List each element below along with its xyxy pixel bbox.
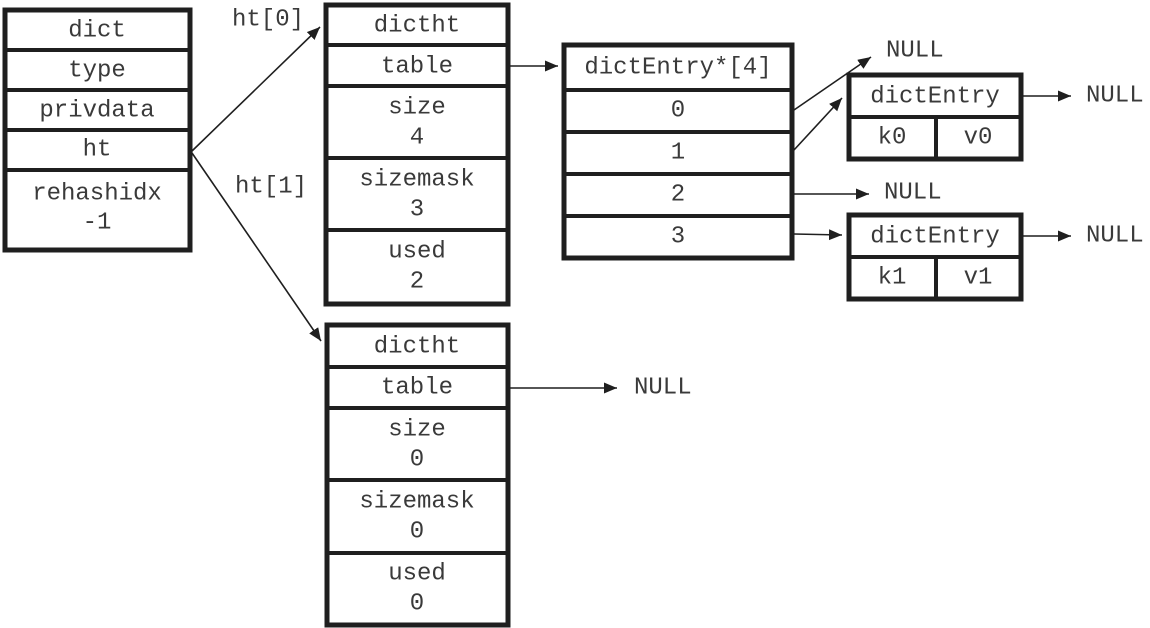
- hashtable1-title: dictht: [374, 334, 460, 361]
- entry1-key: k1: [878, 265, 907, 292]
- bucket-slot-3: 3: [671, 224, 685, 251]
- slot0-arrow: [793, 56, 872, 111]
- bucket-slot-1: 1: [671, 140, 685, 167]
- bucket-array-outline: [561, 42, 795, 261]
- hashtable1-used-value: 0: [410, 591, 424, 618]
- hashtable0-used-value: 2: [410, 269, 424, 296]
- hashtable1-size-value: 0: [410, 447, 424, 474]
- bucket-slot-2: 2: [671, 182, 685, 209]
- null-label-slot2: NULL: [884, 180, 942, 207]
- slot3-arrow: [793, 229, 843, 241]
- hashtable1-sizemask-value: 0: [410, 519, 424, 546]
- dict-field-privdata: privdata: [39, 98, 154, 125]
- entry0-title: dictEntry: [870, 84, 1000, 111]
- hashtable0-title: dictht: [374, 13, 460, 40]
- entry1-title: dictEntry: [870, 224, 1000, 251]
- ht1-pointer-label: ht[1]: [235, 174, 307, 201]
- hashtable0-sizemask-value: 3: [410, 197, 424, 224]
- hashtable0-sizemask-label: sizemask: [359, 167, 474, 194]
- hashtable0-size-label: size: [388, 95, 446, 122]
- hashtable0-size-value: 4: [410, 125, 424, 152]
- dict-struct-box: dict type privdata ht rehashidx -1: [2, 7, 193, 253]
- hashtable1-box: dictht table size 0 sizemask 0 used 0: [324, 322, 511, 628]
- null-label-table1: NULL: [634, 375, 692, 402]
- bucket-array-header: dictEntry*[4]: [584, 55, 771, 82]
- hashtable1-outline: [324, 322, 511, 628]
- hashtable0-outline: [323, 2, 511, 307]
- hashtable0-box: dictht table size 4 sizemask 3 used 2: [323, 2, 511, 307]
- hashtable0-table-label: table: [381, 54, 453, 81]
- null-label-entry0: NULL: [1086, 83, 1144, 110]
- entry0-value: v0: [964, 125, 993, 152]
- bucket-array-box: dictEntry*[4] 0 1 2 3: [561, 42, 795, 261]
- ht1-arrow: [191, 152, 322, 342]
- dict-title: dict: [68, 18, 126, 45]
- bucket-slot-0: 0: [671, 98, 685, 125]
- hashtable0-used-label: used: [388, 239, 446, 266]
- ht0-arrow: [191, 26, 321, 152]
- dict-field-type: type: [68, 58, 126, 85]
- entry1-value: v1: [964, 265, 993, 292]
- dict-field-rehashidx-label: rehashidx: [32, 181, 162, 208]
- entry0-key: k0: [878, 125, 907, 152]
- ht0-pointer-label: ht[0]: [232, 7, 304, 34]
- hashtable1-table-label: table: [381, 375, 453, 402]
- entry0-box: dictEntry k0 v0: [846, 72, 1024, 162]
- hashtable1-sizemask-label: sizemask: [359, 489, 474, 516]
- hashtable1-used-label: used: [388, 561, 446, 588]
- null-label-slot0: NULL: [886, 38, 944, 65]
- dict-field-rehashidx-value: -1: [83, 210, 112, 237]
- hashtable1-size-label: size: [388, 417, 446, 444]
- null-label-entry1: NULL: [1086, 223, 1144, 250]
- dict-field-ht: ht: [83, 137, 112, 164]
- slot1-arrow: [793, 97, 843, 151]
- entry1-box: dictEntry k1 v1: [846, 212, 1024, 302]
